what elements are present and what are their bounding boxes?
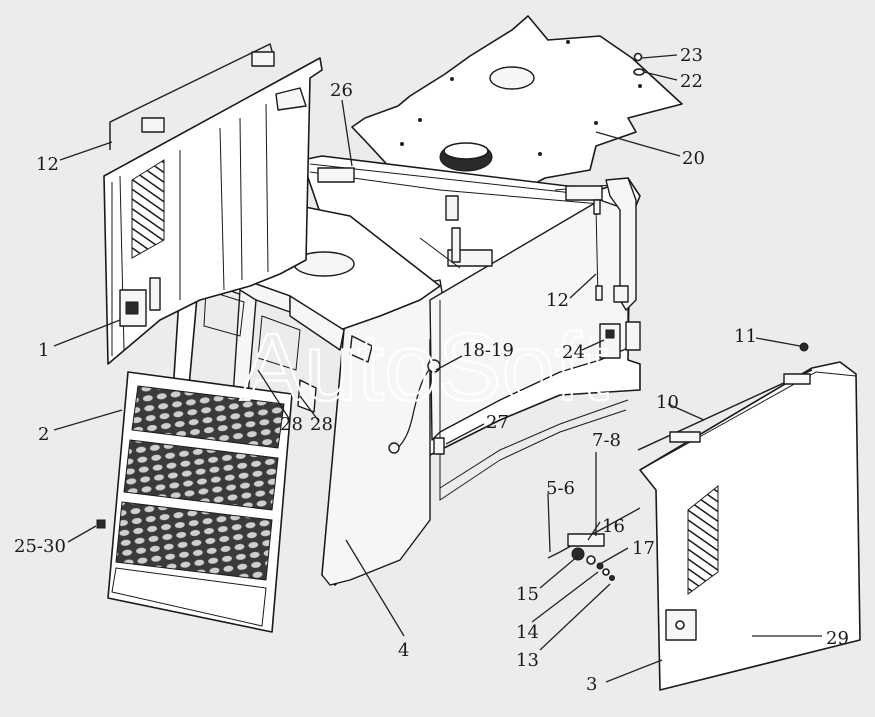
callout-21: 22 [680,71,703,92]
callout-7-8: 7-8 [592,430,621,451]
callout-4: 4 [398,640,409,661]
callout-24: 27 [486,412,509,433]
callout-17: 17 [632,538,655,559]
callout-2: 2 [38,424,49,445]
callout-23: 24 [562,342,585,363]
rear-handrail [109,43,275,150]
callout-10: 12 [36,154,59,175]
callout-12: 12 [546,290,569,311]
side-cover-panel [639,361,861,691]
cab-body [301,155,641,586]
callout-labels: 12 1 2 25-30 26 23 22 20 12 24 18-19 27 … [14,45,849,695]
callout-27: 28 [280,414,303,435]
callout-11: 11 [734,326,757,347]
callout-29: 29 [826,628,849,649]
side-handrail [637,369,813,451]
callout-15: 15 [516,584,539,605]
callout-3: 3 [586,674,597,695]
callout-5-6: 5-6 [546,478,575,499]
front-grille [107,371,293,633]
callout-9: 10 [656,392,679,413]
callout-1: 1 [38,340,49,361]
bolts [96,52,809,529]
callout-16: 16 [602,516,625,537]
callout-28: 28 [310,414,333,435]
latch-assembly [547,507,641,581]
callout-18-19: 18-19 [462,340,514,361]
callout-25-30: 25-30 [14,536,66,557]
callout-26: 26 [330,80,353,101]
callout-20: 20 [682,148,705,169]
callout-22: 23 [680,45,703,66]
leader-lines [53,54,822,683]
rear-door [103,57,323,365]
callout-14: 14 [516,622,539,643]
callout-13: 13 [516,650,539,671]
watermark: AutoSoft [240,314,608,421]
